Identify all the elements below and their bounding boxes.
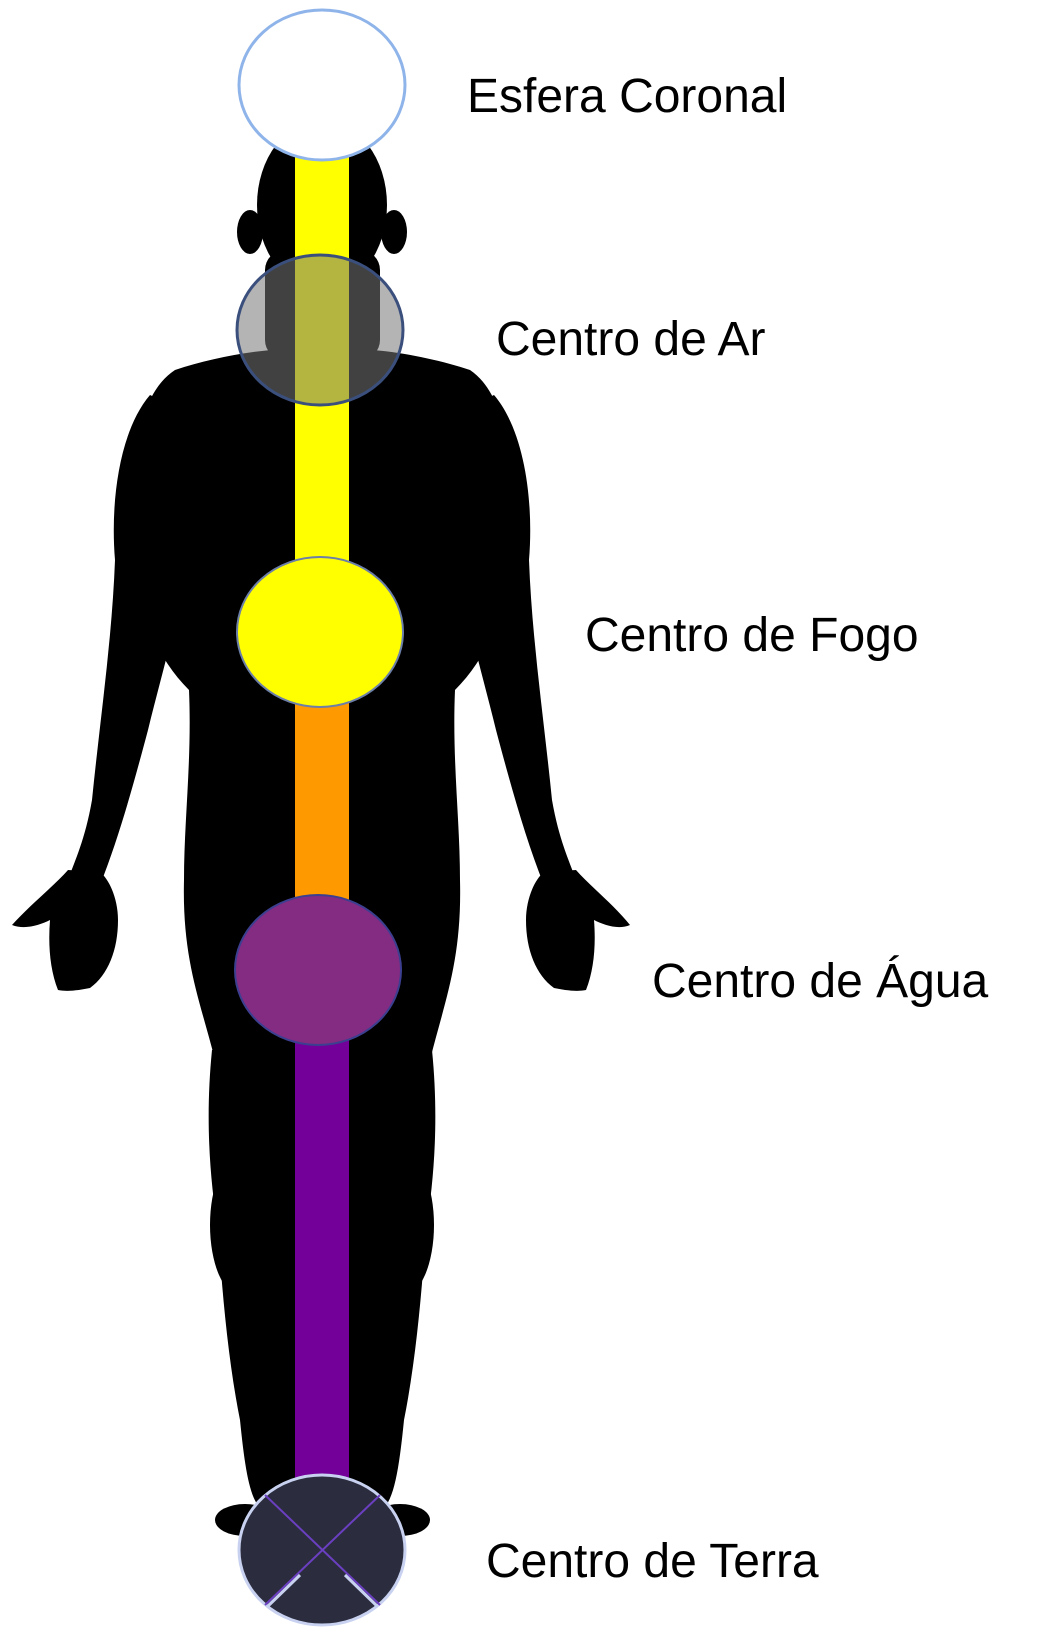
center-fogo-circle [237, 557, 403, 707]
label-centro-ar: Centro de Ar [496, 316, 765, 364]
column-lower-segment [295, 970, 349, 1530]
center-coronal-sphere [239, 10, 405, 160]
center-agua-circle [235, 895, 401, 1045]
center-terra-group [239, 1475, 405, 1625]
label-centro-terra: Centro de Terra [486, 1538, 819, 1586]
label-centro-fogo: Centro de Fogo [585, 612, 919, 660]
center-ar-circle [237, 255, 403, 405]
label-centro-agua: Centro de Água [652, 958, 988, 1006]
label-esfera-coronal: Esfera Coronal [467, 73, 787, 121]
